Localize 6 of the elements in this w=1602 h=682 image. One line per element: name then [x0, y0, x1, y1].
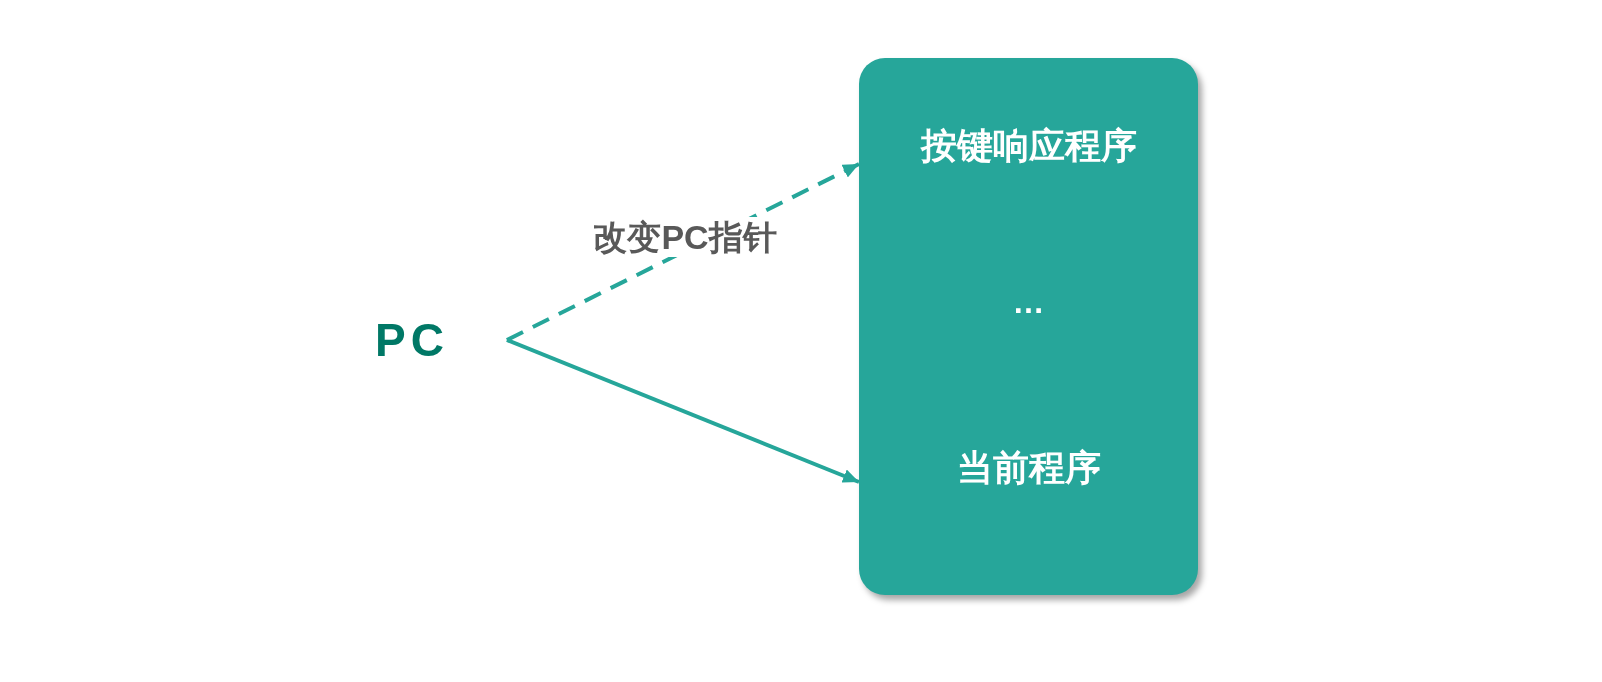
ellipsis-text: …	[1012, 283, 1045, 322]
program-name: 按键响应程序	[920, 125, 1137, 167]
program-name: 当前程序	[956, 447, 1101, 489]
register-text: PC	[375, 316, 449, 364]
program-box	[859, 58, 1198, 595]
arrow	[506, 338, 860, 484]
